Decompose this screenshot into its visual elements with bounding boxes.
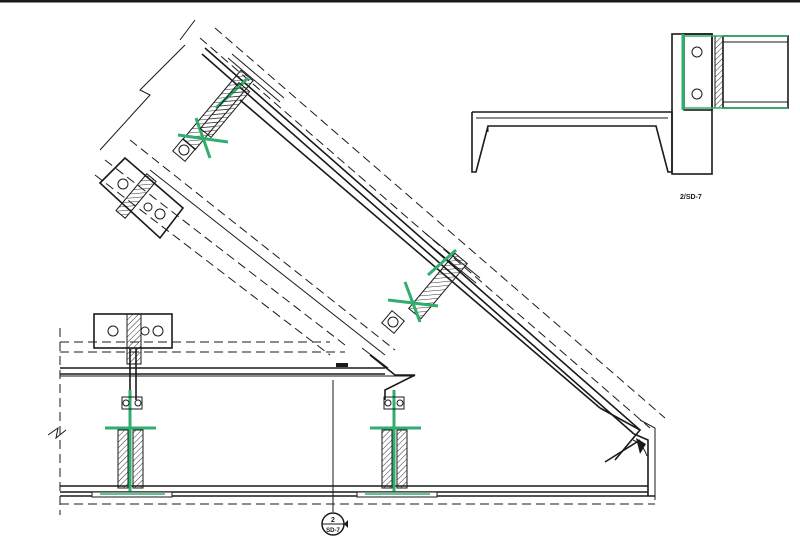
gusset-plate-left [93,313,173,400]
bolt-upper [172,138,196,162]
post-left [91,390,173,498]
section-marker: 2 SD-7 [321,512,348,536]
green-clip-middle [387,248,457,323]
detail-reference-label: 2/SD-7 [680,194,702,201]
section-marker-number: 2 [331,517,335,524]
bolt-right [383,396,405,410]
bolt-left [121,396,143,410]
channel-detail [471,33,789,175]
diagonal-end-hook [599,407,656,500]
section-marker-sheet: SD-7 [326,528,340,534]
diagonal-beam [94,19,666,435]
gusset-plate-upper [98,156,185,240]
post-right [356,390,438,498]
angle-clip-middle [408,232,481,320]
green-clip-upper [177,76,251,159]
bolt-middle [381,310,405,334]
